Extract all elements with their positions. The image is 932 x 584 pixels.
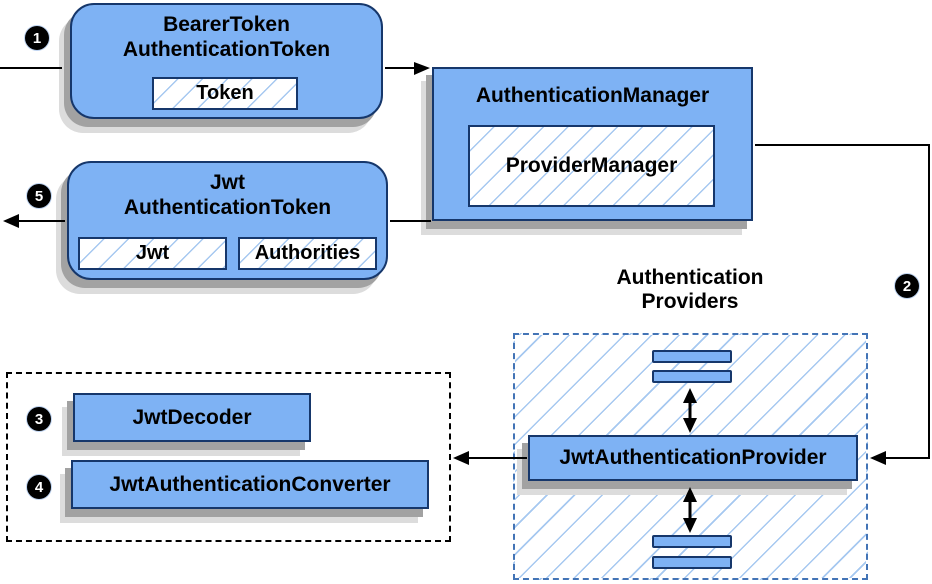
node-jwt-decoder: JwtDecoder <box>73 393 311 442</box>
arrow-bearer-to-manager <box>385 62 430 75</box>
step-badge-5: 5 <box>27 184 51 208</box>
provider-placeholder-bar-1 <box>652 350 732 363</box>
node-authentication-manager: AuthenticationManager ProviderManager <box>432 67 753 221</box>
authorities-field-label: Authorities <box>254 242 361 264</box>
provider-manager-field: ProviderManager <box>468 125 715 207</box>
jwt-field: Jwt <box>78 237 227 270</box>
authentication-providers-container: JwtAuthenticationProvider <box>513 333 868 580</box>
provider-placeholder-bar-3 <box>652 535 732 548</box>
bearer-token-title: BearerToken AuthenticationToken <box>122 13 331 61</box>
step-badge-3: 3 <box>27 407 51 431</box>
jwt-token-title: Jwt AuthenticationToken <box>123 171 332 219</box>
provider-manager-label: ProviderManager <box>505 154 678 177</box>
authentication-manager-title: AuthenticationManager <box>475 84 710 107</box>
node-jwt-authentication-converter: JwtAuthenticationConverter <box>71 460 429 509</box>
jwt-authentication-converter-label: JwtAuthenticationConverter <box>109 472 391 496</box>
jwt-components-group <box>6 372 451 542</box>
jwt-authentication-provider-label: JwtAuthenticationProvider <box>559 446 827 469</box>
step-badge-4: 4 <box>27 475 51 499</box>
arrow-jwt-token-out <box>3 214 65 228</box>
step-badge-1: 1 <box>25 26 49 50</box>
node-jwt-authentication-provider: JwtAuthenticationProvider <box>528 435 858 481</box>
provider-placeholder-bar-4 <box>652 556 732 569</box>
authentication-providers-label: Authentication Providers <box>616 266 764 313</box>
node-bearer-token-authentication-token: BearerToken AuthenticationToken Token <box>70 3 383 119</box>
jwt-field-label: Jwt <box>135 242 170 264</box>
step-badge-2: 2 <box>895 274 919 298</box>
authorities-field: Authorities <box>238 237 377 270</box>
token-field-label: Token <box>196 82 254 104</box>
jwt-decoder-label: JwtDecoder <box>132 405 252 429</box>
node-jwt-authentication-token: Jwt AuthenticationToken Jwt Authorities <box>67 161 388 280</box>
token-field: Token <box>152 77 298 110</box>
provider-placeholder-bar-2 <box>652 370 732 383</box>
